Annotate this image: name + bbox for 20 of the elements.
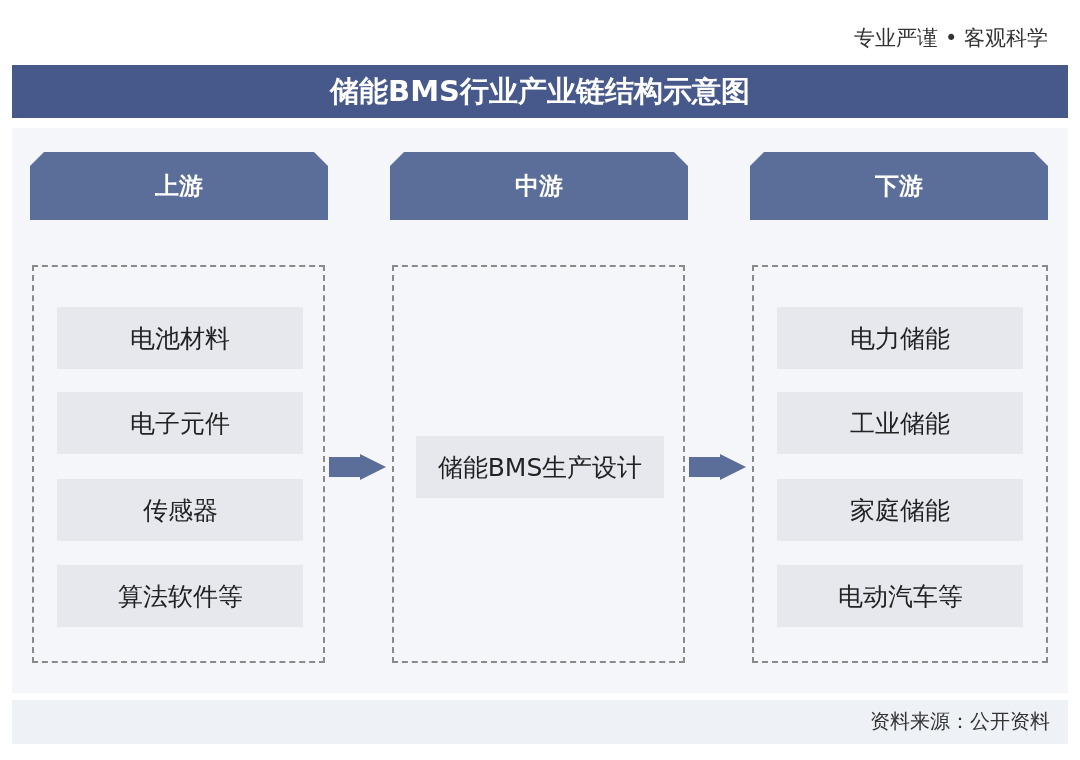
item-box: 电子元件 [57,392,303,454]
block-arrow [689,454,746,480]
dashed-group-box [32,265,325,663]
stage-header: 上游 [30,152,328,220]
item-box: 传感器 [57,479,303,541]
item-box: 家庭储能 [777,479,1023,541]
diagram-title: 储能BMS行业产业链结构示意图 [12,65,1068,118]
slogan-text: 专业严谨 • 客观科学 [854,25,1048,52]
item-box: 算法软件等 [57,565,303,627]
dashed-group-box [392,265,685,663]
block-arrow [329,454,386,480]
item-box: 储能BMS生产设计 [416,436,664,498]
stage-header: 下游 [750,152,1048,220]
item-box: 电池材料 [57,307,303,369]
dashed-group-box [752,265,1048,663]
item-box: 电力储能 [777,307,1023,369]
stage-header: 中游 [390,152,688,220]
source-note: 资料来源：公开资料 [870,708,1050,735]
item-box: 电动汽车等 [777,565,1023,627]
item-box: 工业储能 [777,392,1023,454]
